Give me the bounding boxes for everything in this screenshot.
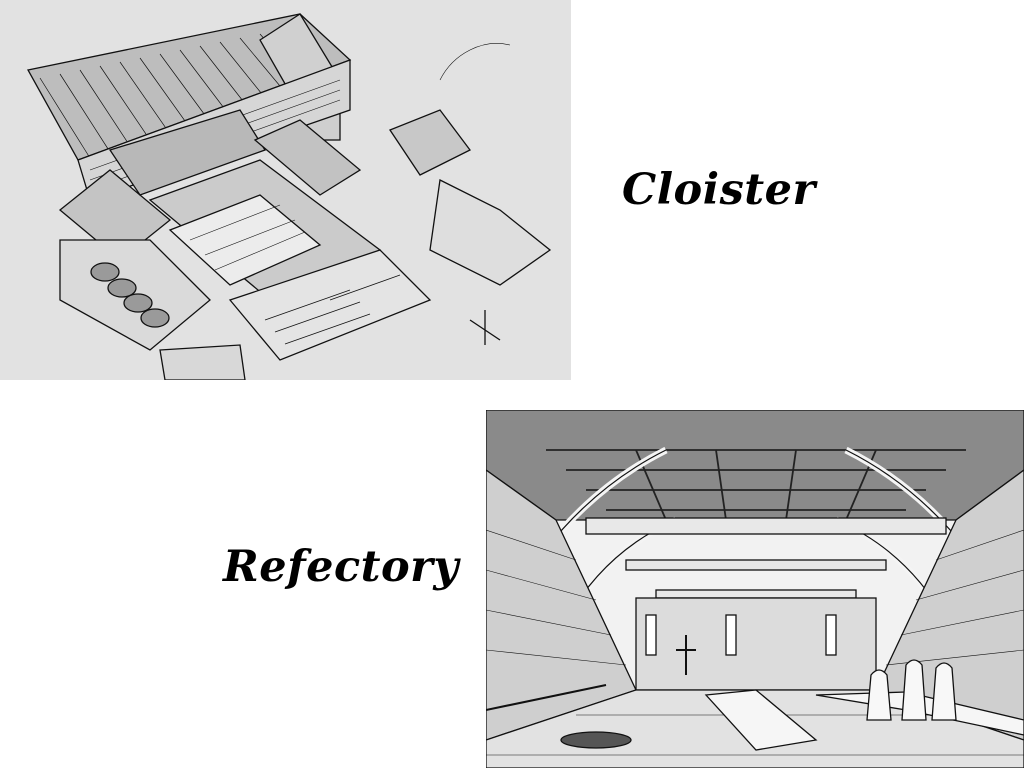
cloister-illustration <box>0 0 571 380</box>
north-range <box>108 109 266 196</box>
far-wall <box>635 597 877 691</box>
cloister-caption: Cloister <box>622 165 816 215</box>
refectory-illustration <box>486 410 1024 768</box>
cloister-drawing <box>27 13 552 380</box>
refectory-hall <box>228 249 432 361</box>
refectory-caption: Refectory <box>223 542 459 592</box>
cloister-garth <box>168 194 322 286</box>
east-range <box>253 119 362 196</box>
ceiling <box>486 410 1024 521</box>
monk-figure <box>866 669 892 721</box>
long-table <box>704 689 818 751</box>
outbuilding-east <box>389 109 471 176</box>
refectory-drawing <box>486 410 1024 768</box>
